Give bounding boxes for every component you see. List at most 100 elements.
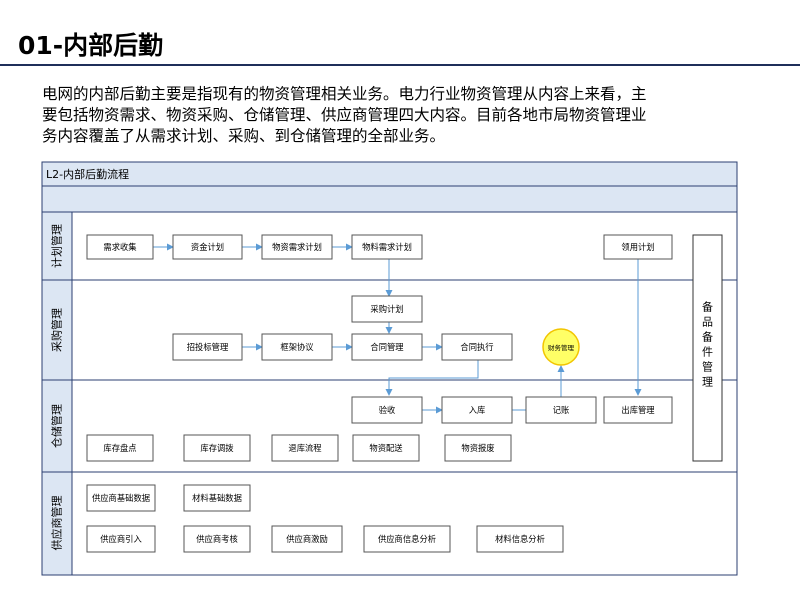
- process-box-label: 退库流程: [288, 443, 321, 453]
- process-box-label: 物资报废: [461, 443, 494, 453]
- process-box-frame: [441, 396, 513, 424]
- process-box-acceptance: 验收: [351, 396, 423, 424]
- process-box-return: 退库流程: [271, 434, 339, 462]
- process-box-contract-mgmt: 合同管理: [351, 333, 423, 361]
- process-box-label: 需求收集: [103, 242, 137, 252]
- process-box-material-need-plan2: 物料需求计划: [351, 234, 423, 260]
- process-box-distribution: 物资配送: [352, 434, 420, 462]
- process-box-frame: [441, 333, 513, 361]
- process-box-transfer: 库存调拨: [183, 434, 251, 462]
- process-box-frame: [261, 234, 333, 260]
- process-box-label: 合同执行: [460, 342, 493, 352]
- process-box-frame: [183, 484, 251, 512]
- process-box-label: 材料信息分析: [495, 534, 545, 544]
- lane-label-storage: 仓储管理: [50, 404, 64, 448]
- process-box-label: 入库: [469, 405, 486, 415]
- process-box-use-plan: 领用计划: [603, 234, 673, 260]
- intro-line: 要包括物资需求、物资采购、仓储管理、供应商管理四大内容。目前各地市局物资管理业: [42, 106, 647, 124]
- finance-node: [542, 328, 580, 366]
- process-box-need-collect: 需求收集: [86, 234, 154, 260]
- process-box-frame: [444, 434, 512, 462]
- arrow: [385, 360, 479, 396]
- process-box-fund-plan: 资金计划: [172, 234, 243, 260]
- process-box-frame: [86, 234, 154, 260]
- diagram-subheader: [41, 185, 738, 213]
- process-box-frame: [183, 434, 251, 462]
- title-divider: [0, 64, 800, 66]
- process-box-label: 资金计划: [191, 242, 224, 252]
- lane-label-purchase: 采购管理: [50, 308, 64, 352]
- process-box-supplier-intro: 供应商引入: [86, 525, 156, 553]
- process-box-scrap: 物资报废: [444, 434, 512, 462]
- process-box-frame: [172, 234, 243, 260]
- process-box-frame: [352, 434, 420, 462]
- process-box-label: 合同管理: [370, 342, 404, 352]
- process-box-label: 供应商基础数据: [92, 493, 150, 503]
- process-box-label: 采购计划: [370, 304, 403, 314]
- intro-line: 务内容覆盖了从需求计划、采购、到仓储管理的全部业务。: [42, 127, 446, 145]
- process-box-frame: [476, 525, 564, 553]
- diagram-frame: [41, 161, 738, 576]
- process-box-label: 物资需求计划: [272, 242, 322, 252]
- diagram-header: [41, 161, 738, 187]
- process-box-label: 出库管理: [621, 405, 655, 415]
- process-box-label: 材料基础数据: [192, 493, 242, 503]
- process-box-frame: [603, 234, 673, 260]
- process-box-supplier-incentive: 供应商激励: [271, 525, 343, 553]
- intro-line: 电网的内部后勤主要是指现有的物资管理相关业务。电力行业物资管理从内容上来看，主: [42, 85, 647, 103]
- process-box-label: 供应商激励: [286, 534, 328, 544]
- process-box-frame: [351, 333, 423, 361]
- lane-header-storage: [41, 379, 73, 473]
- process-box-label: 供应商信息分析: [378, 534, 436, 544]
- process-box-contract-exec: 合同执行: [441, 333, 513, 361]
- process-box-bidding: 招投标管理: [172, 333, 243, 361]
- process-box-inventory: 库存盘点: [86, 434, 154, 462]
- process-box-frame: [86, 525, 156, 553]
- process-box-label: 供应商考核: [196, 534, 238, 544]
- process-box-frame: [183, 525, 251, 553]
- process-box-purchase-plan: 采购计划: [351, 295, 423, 323]
- process-box-label: 招投标管理: [187, 342, 229, 352]
- process-box-label: 物料需求计划: [362, 242, 412, 252]
- process-box-out-storage: 出库管理: [603, 396, 673, 424]
- process-box-label: 领用计划: [621, 242, 654, 252]
- process-box-in-storage: 入库: [441, 396, 513, 424]
- process-box-material-need-plan: 物资需求计划: [261, 234, 333, 260]
- process-box-label: 框架协议: [280, 342, 314, 352]
- process-box-frame: [271, 525, 343, 553]
- lane-label-supplier: 供应商管理: [50, 496, 64, 551]
- process-box-label: 验收: [379, 405, 396, 415]
- process-box-label: 库存盘点: [103, 443, 136, 453]
- process-box-frame: [525, 396, 597, 424]
- diagram-title: L2-内部后勤流程: [46, 167, 129, 181]
- process-box-frame: [351, 396, 423, 424]
- process-box-frame: [86, 484, 156, 512]
- process-box-supplier-info: 供应商信息分析: [363, 525, 451, 553]
- spare-parts-panel: [692, 234, 723, 462]
- process-box-label: 记账: [553, 405, 570, 415]
- process-box-frame: [271, 434, 339, 462]
- process-box-frame: [351, 295, 423, 323]
- lane-header-supplier: [41, 471, 73, 576]
- process-box-supplier-eval: 供应商考核: [183, 525, 251, 553]
- process-box-supplier-base: 供应商基础数据: [86, 484, 156, 512]
- lane-header-purchase: [41, 279, 73, 381]
- process-box-material-info: 材料信息分析: [476, 525, 564, 553]
- process-box-framework: 框架协议: [261, 333, 333, 361]
- process-box-material-base: 材料基础数据: [183, 484, 251, 512]
- process-box-frame: [172, 333, 243, 361]
- process-box-frame: [363, 525, 451, 553]
- spare-parts-label: 备品备件管理: [702, 300, 713, 389]
- process-box-frame: [351, 234, 423, 260]
- process-box-label: 供应商引入: [100, 534, 142, 544]
- intro-paragraph: 电网的内部后勤主要是指现有的物资管理相关业务。电力行业物资管理从内容上来看，主 …: [42, 84, 758, 147]
- process-box-frame: [603, 396, 673, 424]
- flow-arrows: [153, 243, 642, 414]
- page-title: 01-内部后勤: [18, 31, 164, 60]
- finance-label: 财务管理: [548, 343, 575, 352]
- process-box-label: 物资配送: [369, 443, 403, 453]
- lane-header-plan: [41, 211, 73, 281]
- lane-label-plan: 计划管理: [50, 224, 64, 268]
